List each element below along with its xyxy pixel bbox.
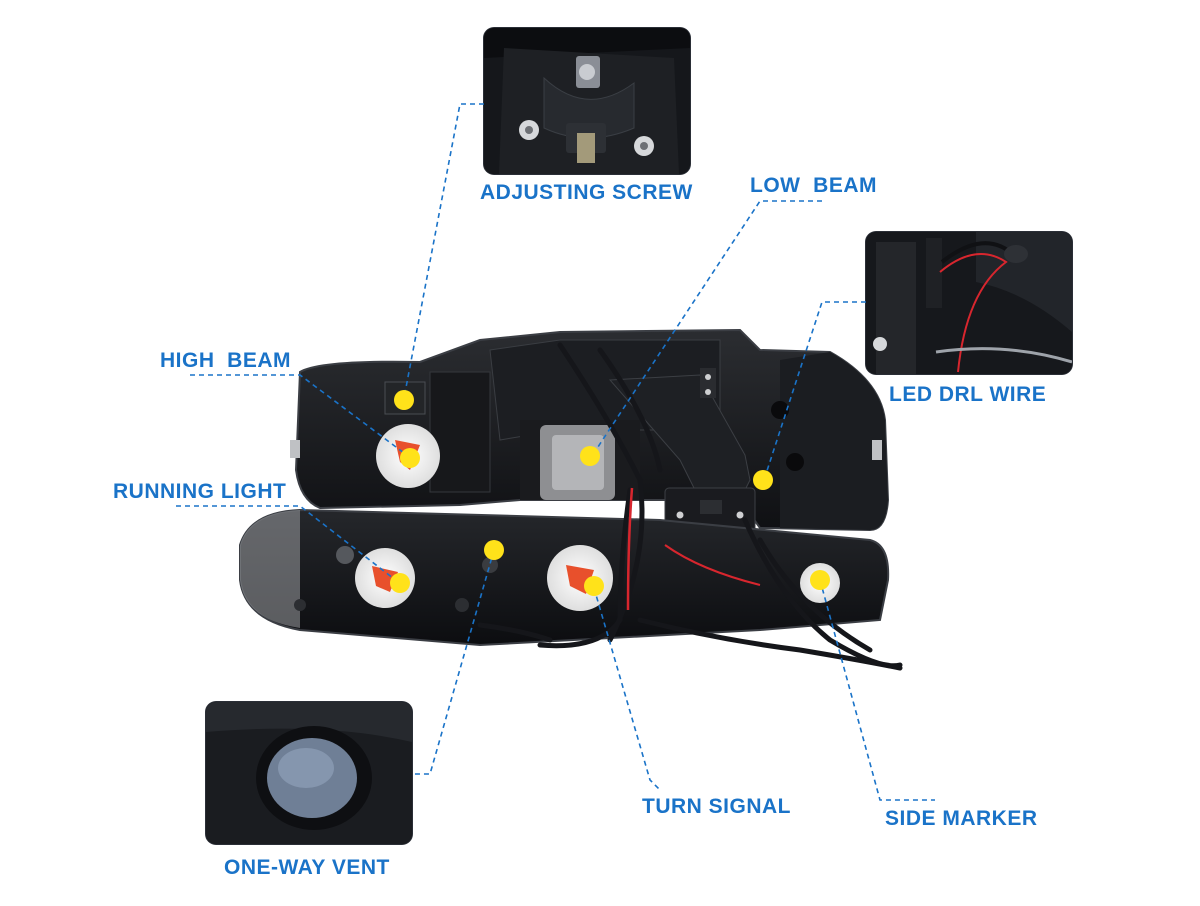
led-drl-wire-photo xyxy=(866,232,1072,374)
side-marker-label: SIDE MARKER xyxy=(885,807,1038,830)
low-beam-label: LOW BEAM xyxy=(750,174,877,197)
side-marker-marker xyxy=(810,570,830,590)
running-light-label: RUNNING LIGHT xyxy=(113,480,287,503)
low-beam-leader xyxy=(591,200,822,457)
high-beam-label: HIGH BEAM xyxy=(160,349,291,372)
one-way-vent-photo xyxy=(206,702,412,844)
lower-housing xyxy=(239,508,890,647)
one-way-vent-marker xyxy=(484,540,504,560)
low-beam-marker xyxy=(580,446,600,466)
running-light-leader xyxy=(176,505,399,583)
adjusting-screw-label: ADJUSTING SCREW xyxy=(480,181,693,204)
led-drl-wire-leader xyxy=(763,301,866,481)
led-drl-wire-label: LED DRL WIRE xyxy=(889,383,1047,406)
running-light-marker xyxy=(390,573,410,593)
high-beam-leader xyxy=(190,374,409,457)
turn-signal-leader xyxy=(593,587,661,791)
led-drl-wire-marker xyxy=(753,470,773,490)
adjusting-screw-photo xyxy=(484,28,690,174)
one-way-vent-label: ONE-WAY VENT xyxy=(224,856,390,879)
wire-harness xyxy=(477,342,903,671)
one-way-vent-inset xyxy=(206,702,412,844)
adjusting-screw-marker xyxy=(394,390,414,410)
turn-signal-marker xyxy=(584,576,604,596)
one-way-vent-leader xyxy=(414,549,495,775)
high-beam-marker xyxy=(400,448,420,468)
adjusting-screw-inset xyxy=(484,28,690,174)
turn-signal-label: TURN SIGNAL xyxy=(642,795,791,818)
side-marker-leader xyxy=(819,579,935,801)
adjusting-screw-leader xyxy=(403,103,484,399)
led-drl-wire-inset xyxy=(866,232,1072,374)
